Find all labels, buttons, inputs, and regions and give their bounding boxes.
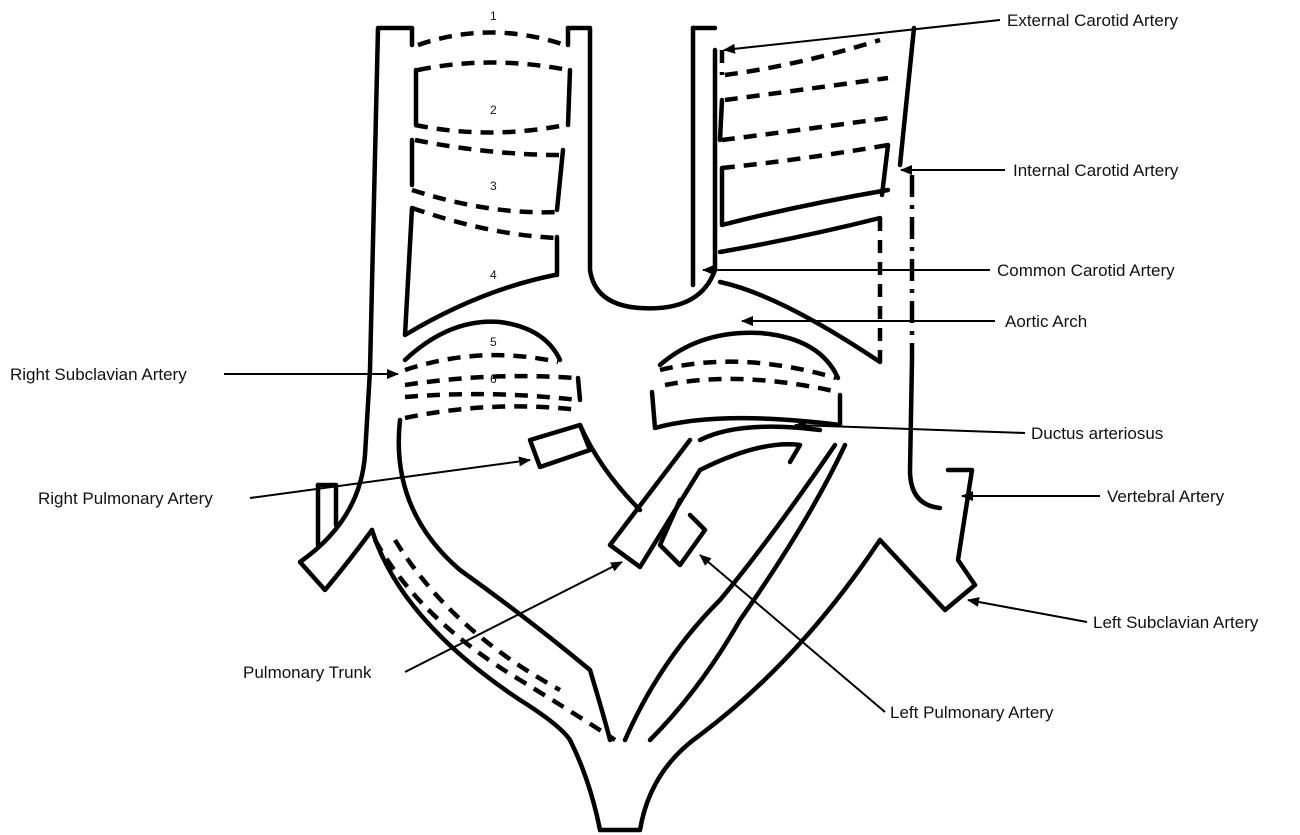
left-arch-3	[722, 145, 888, 168]
right-arch-6-bottom	[405, 406, 580, 418]
label-aortic-arch: Aortic Arch	[1005, 312, 1087, 331]
left-sixth-arch-body	[652, 392, 840, 428]
left-fourth-arch-top	[660, 333, 838, 378]
arch-numbers: 1 2 3 4 5 6	[490, 9, 497, 386]
label-common-carotid: Common Carotid Artery	[997, 261, 1175, 280]
leader-left-subclavian	[968, 600, 1087, 622]
left-arch-5-mid	[665, 379, 838, 392]
arch-number-6: 6	[490, 372, 497, 386]
left-arch-1	[725, 40, 880, 75]
label-ductus-arteriosus: Ductus arteriosus	[1031, 424, 1163, 443]
label-left-pulmonary: Left Pulmonary Artery	[890, 703, 1054, 722]
right-carotid-divider-2	[568, 70, 570, 125]
vessel-outlines	[300, 28, 975, 830]
descending-aorta-right	[625, 445, 835, 740]
arch-2-bottom	[415, 125, 565, 133]
left-arch-2b	[722, 118, 888, 140]
pulmonary-trunk-outline	[610, 440, 800, 567]
labels: External Carotid Artery Internal Carotid…	[10, 11, 1259, 722]
dorsal-aorta-bottom	[570, 540, 880, 830]
right-sixth-arch-wall	[578, 378, 580, 400]
right-dorsal-regressed	[375, 540, 615, 740]
left-carotid-wall-2	[722, 168, 888, 225]
arch-3-top-inner	[412, 208, 557, 238]
left-vertebral-stub	[880, 470, 975, 610]
label-right-subclavian: Right Subclavian Artery	[10, 365, 187, 384]
arch-2-top-inner	[415, 140, 562, 155]
ductus-outline	[700, 427, 820, 440]
right-carotid-divider-3	[557, 150, 563, 210]
left-dorsal-aorta	[910, 360, 940, 508]
descending-aorta-left	[580, 425, 640, 510]
left-carotid-wall-1	[720, 100, 722, 140]
left-pulmonary-artery	[660, 500, 705, 565]
arch-number-2: 2	[490, 103, 497, 117]
right-pulmonary-artery	[530, 425, 590, 467]
leader-left-pulmonary	[700, 555, 885, 712]
label-internal-carotid: Internal Carotid Artery	[1013, 161, 1179, 180]
right-arch-6	[405, 394, 578, 400]
arch-3-bottom	[412, 190, 557, 212]
label-right-pulmonary: Right Pulmonary Artery	[38, 489, 213, 508]
left-arch-5-top	[660, 362, 836, 378]
left-internal-carotid-wall	[900, 28, 914, 165]
label-pulmonary-trunk: Pulmonary Trunk	[243, 663, 372, 682]
label-vertebral: Vertebral Artery	[1107, 487, 1225, 506]
left-arch-2a	[725, 78, 888, 100]
aorta-stem-left	[372, 530, 570, 740]
left-external-carotid	[882, 145, 888, 195]
arch-number-5: 5	[490, 335, 497, 349]
arch-number-4: 4	[490, 268, 497, 282]
leader-right-pulmonary	[250, 460, 530, 498]
label-left-subclavian: Left Subclavian Artery	[1093, 613, 1259, 632]
arch-1-top	[418, 33, 565, 46]
right-fourth-arch	[405, 322, 560, 360]
label-external-carotid: External Carotid Artery	[1007, 11, 1179, 30]
arch-number-3: 3	[490, 179, 497, 193]
right-subclavian-stub	[318, 485, 336, 525]
right-arch-5-top	[405, 355, 558, 370]
arch-1-bottom	[418, 63, 568, 71]
arch-number-1: 1	[490, 9, 497, 23]
